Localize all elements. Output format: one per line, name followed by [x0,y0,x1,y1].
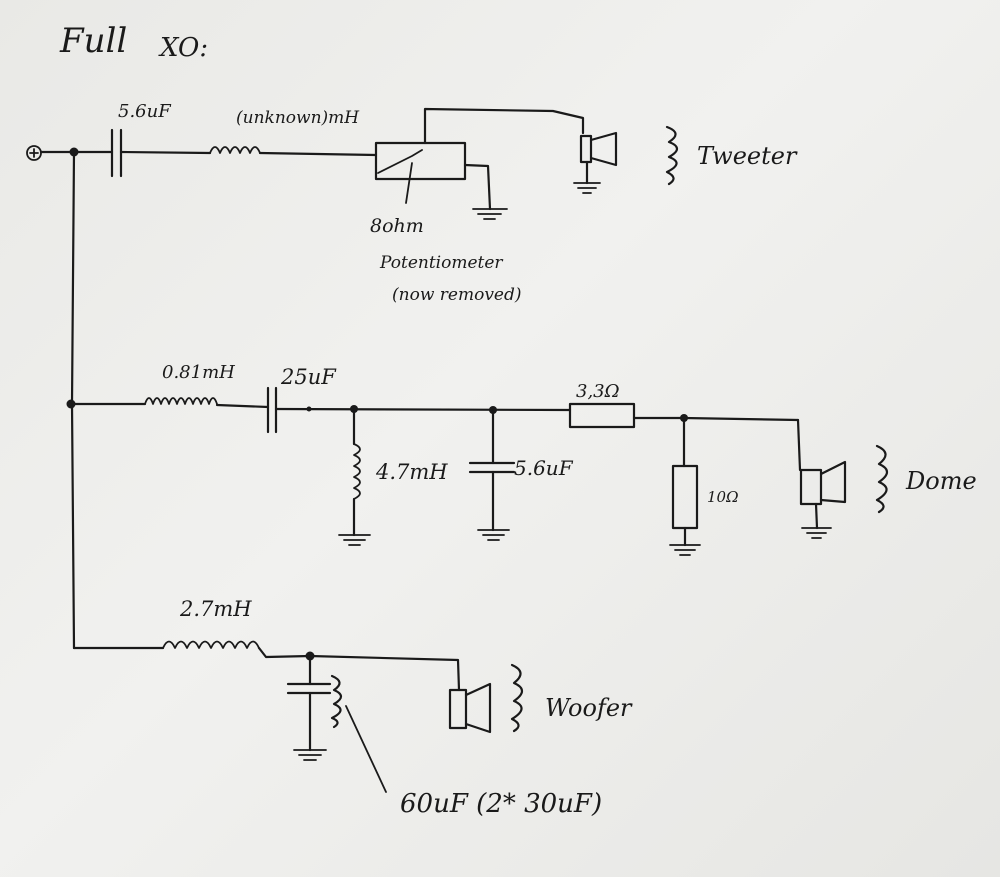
mid-cap-label: 25uF [280,365,337,389]
dome-brace [875,444,889,514]
series-res-label: 3,3Ω [576,381,620,402]
series-resistor [568,402,636,429]
title-text: Full [59,21,127,61]
shunt-cap-label: 5.6uF [514,456,574,480]
tweeter-wire-2 [119,150,212,155]
shunt-res-label: 10Ω [707,488,739,506]
woofer-cap-label: 60uF (2* 30uF) [400,789,602,819]
shunt-inductor [338,407,371,546]
woofer-label: Woofer [545,694,633,722]
woofer-speaker-icon [448,682,492,734]
tweeter-inductor [209,146,261,154]
mid-wire-2 [215,403,270,409]
tweeter-inductor-label: (unknown)mH [236,108,360,128]
shunt-inductor-label: 4.7mH [375,460,448,484]
dome-speaker-icon [796,418,847,539]
dome-label: Dome [905,467,977,495]
input-terminal [26,145,42,161]
subtitle-text: XO: [158,33,208,63]
mid-wire-4 [632,416,800,422]
woofer-inductor-label: 2.7mH [179,597,252,621]
pot-label-line1: 8ohm [370,215,424,237]
mid-capacitor [266,386,278,434]
tweeter-capacitor [110,128,123,178]
pot-label-line3: (now removed) [392,285,522,305]
mid-inductor-label: 0.81mH [162,362,235,383]
potentiometer [374,107,585,220]
woofer-inductor [162,640,260,649]
mid-inductor [144,397,218,405]
mid-wire-3 [274,407,572,412]
tweeter-label: Tweeter [697,142,798,170]
shunt-capacitor [468,408,516,541]
tweeter-brace [665,125,679,186]
shunt-resistor [669,416,701,556]
woofer-brace [510,663,524,733]
tweeter-cap-label: 5.6uF [118,101,172,122]
tweeter-wire-3 [258,151,378,157]
tweeter-speaker-icon [573,131,618,194]
woofer-capacitor [286,654,387,793]
pot-label-line2: Potentiometer [379,253,503,273]
